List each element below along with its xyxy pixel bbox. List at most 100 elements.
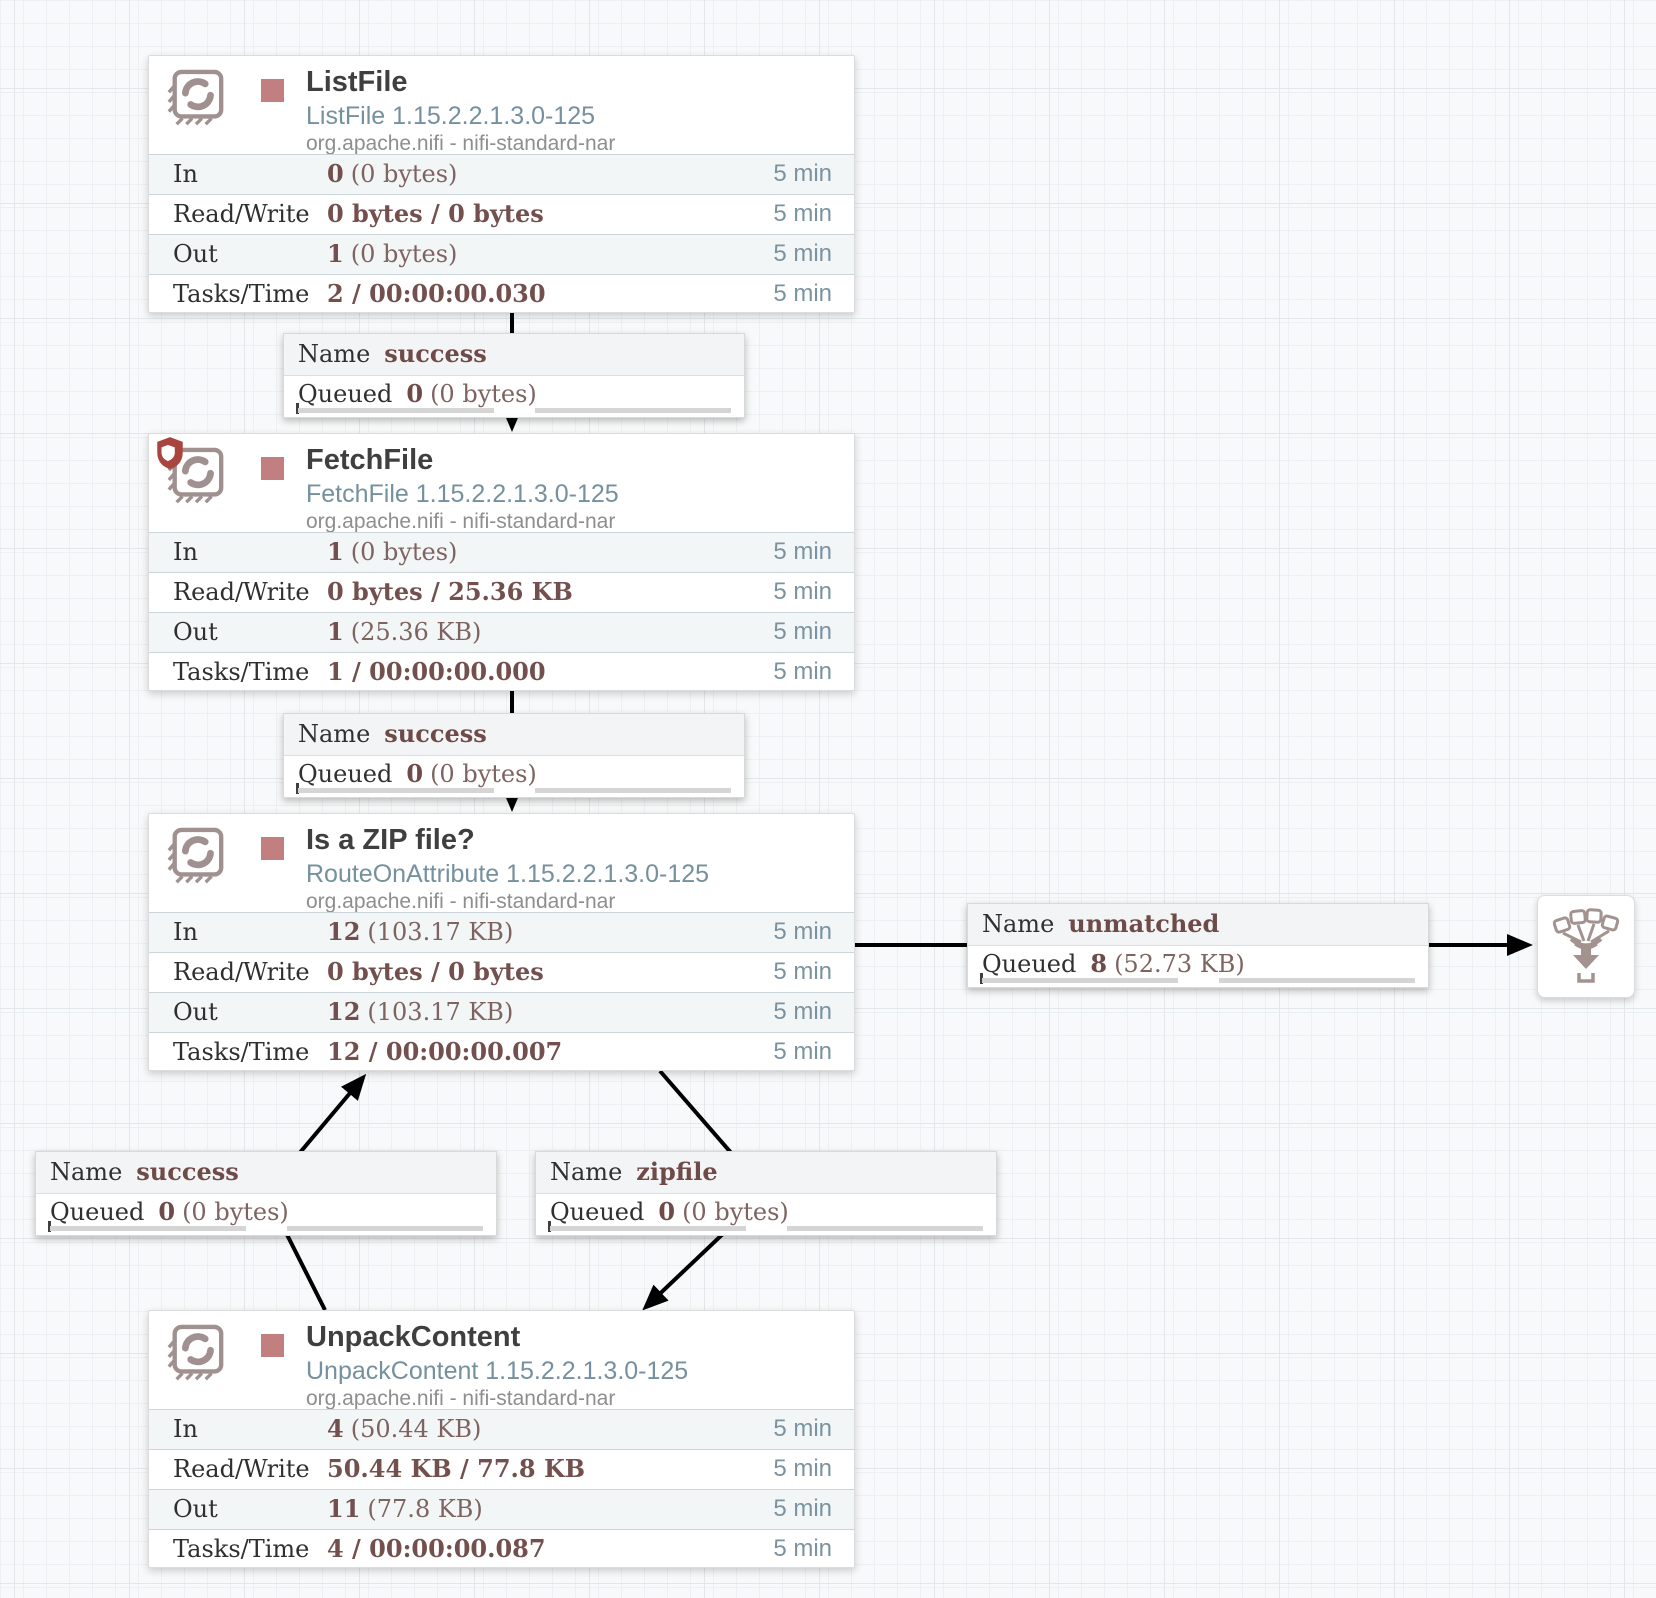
funnel[interactable] bbox=[1537, 895, 1635, 998]
queued-count: 8 bbox=[1090, 949, 1108, 978]
processor-icon bbox=[165, 446, 227, 510]
stat-row-out: Out 1(25.36 KB) 5 min bbox=[149, 612, 854, 652]
queue-count-bar bbox=[298, 408, 494, 413]
queue-count-bar bbox=[550, 1226, 746, 1231]
stat-row-readwrite: Read/Write 50.44 KB / 77.8 KB 5 min bbox=[149, 1449, 854, 1489]
stat-row-out: Out 1(0 bytes) 5 min bbox=[149, 234, 854, 274]
timeframe: 5 min bbox=[773, 538, 832, 565]
queue-size-bar bbox=[535, 788, 731, 793]
stopped-status-icon bbox=[261, 457, 284, 480]
stat-row-readwrite: Read/Write 0 bytes / 0 bytes 5 min bbox=[149, 952, 854, 992]
stat-row-tasks: Tasks/Time 12 / 00:00:00.007 5 min bbox=[149, 1032, 854, 1072]
processor-name: FetchFile bbox=[306, 444, 434, 476]
stopped-status-icon bbox=[261, 79, 284, 102]
funnel-icon bbox=[1552, 907, 1620, 983]
queue-indicator-tick bbox=[296, 783, 299, 794]
processor-bundle: org.apache.nifi - nifi-standard-nar bbox=[306, 1387, 616, 1410]
timeframe: 5 min bbox=[773, 1455, 832, 1482]
processor-name: UnpackContent bbox=[306, 1321, 521, 1353]
processor-header: FetchFile FetchFile 1.15.2.2.1.3.0-125 o… bbox=[149, 434, 854, 533]
queue-count-bar bbox=[298, 788, 494, 793]
connection-name: success bbox=[384, 719, 487, 748]
restricted-shield-icon bbox=[155, 436, 185, 470]
processor-header: Is a ZIP file? RouteOnAttribute 1.15.2.2… bbox=[149, 814, 854, 913]
timeframe: 5 min bbox=[773, 1535, 832, 1562]
timeframe: 5 min bbox=[773, 918, 832, 945]
queue-indicator-tick bbox=[296, 403, 299, 414]
queue-indicator-tick bbox=[548, 1221, 551, 1232]
processor-unpackcontent[interactable]: UnpackContent UnpackContent 1.15.2.2.1.3… bbox=[148, 1310, 855, 1568]
queue-size-bar bbox=[787, 1226, 983, 1231]
processor-type: ListFile 1.15.2.2.1.3.0-125 bbox=[306, 102, 596, 130]
stat-row-out: Out 12(103.17 KB) 5 min bbox=[149, 992, 854, 1032]
queue-size-bar bbox=[287, 1226, 483, 1231]
processor-fetchfile[interactable]: FetchFile FetchFile 1.15.2.2.1.3.0-125 o… bbox=[148, 433, 855, 691]
stat-row-in: In 4(50.44 KB) 5 min bbox=[149, 1409, 854, 1449]
stat-row-out: Out 11(77.8 KB) 5 min bbox=[149, 1489, 854, 1529]
stat-row-tasks: Tasks/Time 4 / 00:00:00.087 5 min bbox=[149, 1529, 854, 1569]
timeframe: 5 min bbox=[773, 998, 832, 1025]
connection-name: success bbox=[384, 339, 487, 368]
processor-header: ListFile ListFile 1.15.2.2.1.3.0-125 org… bbox=[149, 56, 854, 155]
connection-name: zipfile bbox=[636, 1157, 718, 1186]
processor-bundle: org.apache.nifi - nifi-standard-nar bbox=[306, 890, 616, 913]
timeframe: 5 min bbox=[773, 1415, 832, 1442]
processor-listfile[interactable]: ListFile ListFile 1.15.2.2.1.3.0-125 org… bbox=[148, 55, 855, 313]
queued-count: 0 bbox=[406, 379, 424, 408]
timeframe: 5 min bbox=[773, 1038, 832, 1065]
processor-is-a-zip-file[interactable]: Is a ZIP file? RouteOnAttribute 1.15.2.2… bbox=[148, 813, 855, 1071]
queue-count-bar bbox=[982, 978, 1178, 983]
processor-header: UnpackContent UnpackContent 1.15.2.2.1.3… bbox=[149, 1311, 854, 1410]
stat-row-tasks: Tasks/Time 2 / 00:00:00.030 5 min bbox=[149, 274, 854, 314]
timeframe: 5 min bbox=[773, 578, 832, 605]
stat-row-in: In 0(0 bytes) 5 min bbox=[149, 154, 854, 194]
queued-size: (52.73 KB) bbox=[1114, 950, 1245, 978]
processor-bundle: org.apache.nifi - nifi-standard-nar bbox=[306, 510, 616, 533]
timeframe: 5 min bbox=[773, 240, 832, 267]
queued-count: 0 bbox=[406, 759, 424, 788]
timeframe: 5 min bbox=[773, 200, 832, 227]
stat-row-in: In 12(103.17 KB) 5 min bbox=[149, 912, 854, 952]
connection-name: success bbox=[136, 1157, 239, 1186]
queue-size-bar bbox=[535, 408, 731, 413]
processor-type: RouteOnAttribute 1.15.2.2.1.3.0-125 bbox=[306, 860, 710, 888]
queue-indicator-tick bbox=[980, 973, 983, 984]
stopped-status-icon bbox=[261, 1334, 284, 1357]
processor-name: ListFile bbox=[306, 66, 408, 98]
processor-icon bbox=[165, 1323, 227, 1387]
processor-type: UnpackContent 1.15.2.2.1.3.0-125 bbox=[306, 1357, 689, 1385]
queued-size: (0 bytes) bbox=[430, 760, 537, 788]
processor-icon bbox=[165, 826, 227, 890]
queued-count: 0 bbox=[658, 1197, 676, 1226]
timeframe: 5 min bbox=[773, 160, 832, 187]
stat-row-readwrite: Read/Write 0 bytes / 25.36 KB 5 min bbox=[149, 572, 854, 612]
processor-icon bbox=[165, 68, 227, 132]
processor-type: FetchFile 1.15.2.2.1.3.0-125 bbox=[306, 480, 619, 508]
timeframe: 5 min bbox=[773, 658, 832, 685]
queued-size: (0 bytes) bbox=[682, 1198, 789, 1226]
queue-indicator-tick bbox=[48, 1221, 51, 1232]
stat-row-readwrite: Read/Write 0 bytes / 0 bytes 5 min bbox=[149, 194, 854, 234]
stat-row-in: In 1(0 bytes) 5 min bbox=[149, 532, 854, 572]
processor-bundle: org.apache.nifi - nifi-standard-nar bbox=[306, 132, 616, 155]
queued-size: (0 bytes) bbox=[182, 1198, 289, 1226]
queued-count: 0 bbox=[158, 1197, 176, 1226]
queued-size: (0 bytes) bbox=[430, 380, 537, 408]
stopped-status-icon bbox=[261, 837, 284, 860]
stat-row-tasks: Tasks/Time 1 / 00:00:00.000 5 min bbox=[149, 652, 854, 692]
